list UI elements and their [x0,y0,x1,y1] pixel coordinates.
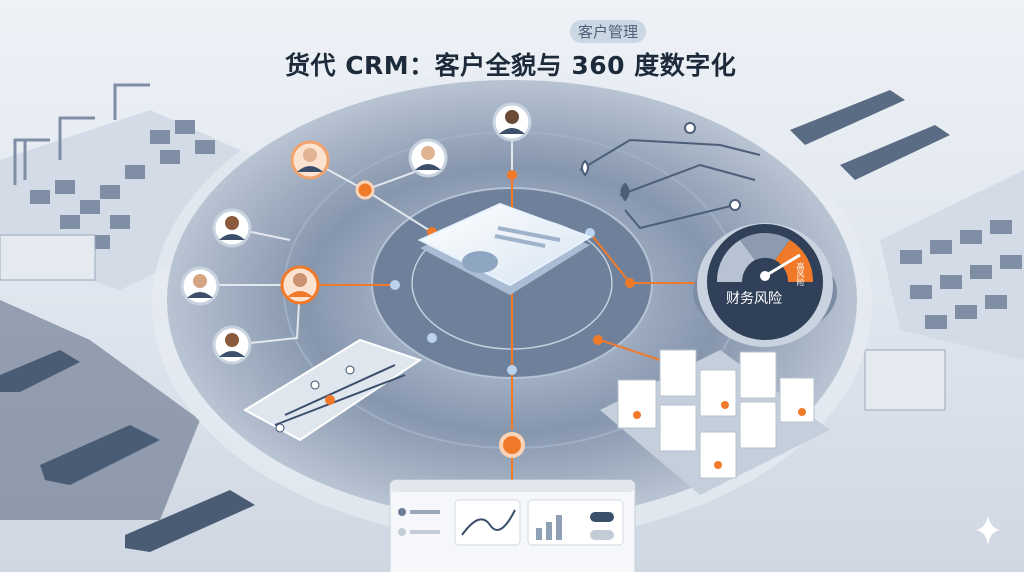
port-right [790,90,1024,411]
risk-level-label: 高风险 [796,262,805,286]
avatar [212,208,252,248]
avatar [290,140,330,180]
nodes [355,170,635,458]
avatar [408,138,448,178]
avatar [180,266,220,306]
page-title: 货代 CRM：客户全貌与 360 度数字化 [285,51,737,80]
ship [0,350,255,552]
sparkle-icon [976,515,1000,545]
customer-avatars [180,102,532,365]
avatar [280,265,320,305]
dashboard-screen [389,479,636,572]
avatar [492,102,532,142]
customer-profile-card [417,202,593,295]
route-map [579,122,761,230]
timeline-panel [242,338,423,442]
category-tag: 客户管理 [570,20,647,43]
avatar [212,325,252,365]
gauge-label: 财务风险 [726,291,782,307]
financial-risk-gauge [693,223,837,347]
document-stack [600,349,830,495]
